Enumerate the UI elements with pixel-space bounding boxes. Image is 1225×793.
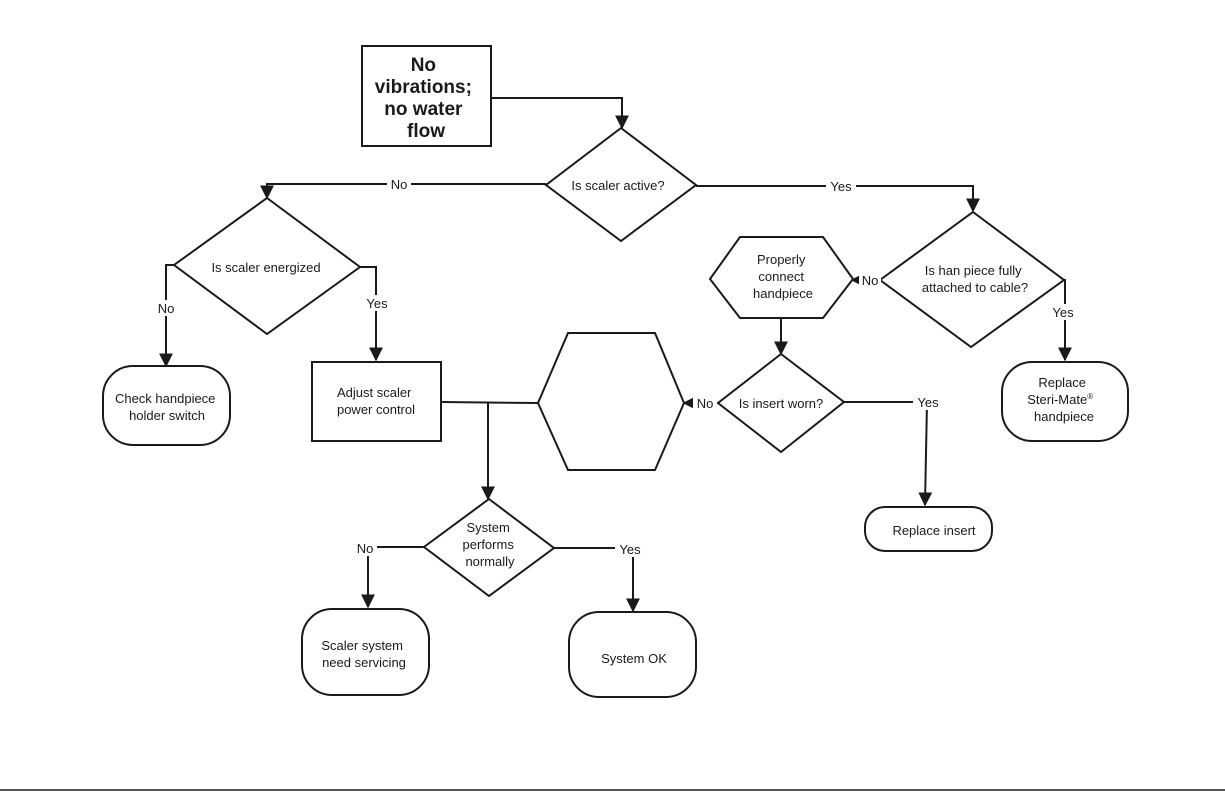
edge-label-performs-no: No: [357, 541, 374, 556]
node-start-text: No vibrations; no water flow: [375, 55, 477, 142]
node-replace-steri-text: Replace Steri-Mate® handpiece: [1027, 375, 1097, 424]
edge-worn-yes: [844, 401, 933, 507]
edge-label-energized-yes: Yes: [366, 296, 388, 311]
edge-label-attached-yes: Yes: [1052, 305, 1074, 320]
edge-active-yes: [696, 185, 980, 213]
node-system-performs-text: System performs normally: [463, 520, 518, 569]
registered-mark: ®: [1087, 392, 1093, 401]
edge-active-no: [260, 183, 546, 200]
node-handpiece-attached-text: Is han piece fully attached to cable?: [922, 263, 1028, 295]
node-start: No vibrations; no water flow: [361, 45, 492, 147]
node-check-holder: Check handpiece holder switch: [102, 365, 231, 446]
node-scaler-energized-text: Is scaler energized: [211, 260, 320, 275]
edge-label-worn-no: No: [697, 396, 714, 411]
edge-label-performs-yes: Yes: [619, 542, 641, 557]
node-need-servicing-text: Scaler system need servicing: [321, 638, 406, 670]
edge-label-attached-no: No: [862, 273, 879, 288]
node-system-ok: System OK: [568, 611, 697, 698]
node-replace-steri: Replace Steri-Mate® handpiece: [1001, 361, 1129, 442]
node-handpiece-attached: Is han piece fully attached to cable?: [878, 210, 1066, 349]
node-system-performs: System performs normally: [422, 497, 556, 598]
edge-labels: No Yes No Yes No Yes No Yes No Yes: [154, 176, 1078, 557]
edge-label-energized-no: No: [158, 301, 175, 316]
edge-performs-yes: [554, 547, 640, 613]
node-insert-worn: Is insert worn?: [716, 352, 846, 454]
edge-energized-yes: [360, 266, 383, 362]
node-scaler-active: Is scaler active?: [544, 126, 698, 243]
edge-adjust-to-hexagon: [440, 401, 539, 404]
node-need-servicing: Scaler system need servicing: [301, 608, 430, 696]
node-adjust-power: Adjust scaler power control: [311, 361, 442, 442]
node-blank-hexagon: [536, 332, 686, 471]
edge-label-active-yes: Yes: [830, 179, 852, 194]
node-connect-handpiece-text: Properly connect handpiece: [753, 252, 813, 301]
node-scaler-active-text: Is scaler active?: [571, 178, 664, 193]
node-check-holder-text: Check handpiece holder switch: [115, 391, 219, 423]
edge-label-worn-yes: Yes: [917, 395, 939, 410]
node-replace-insert-text: Replace insert: [892, 523, 975, 538]
edge-label-active-no: No: [391, 177, 408, 192]
node-connect-handpiece: Properly connect handpiece: [708, 236, 855, 319]
node-adjust-power-text: Adjust scaler power control: [337, 385, 415, 417]
node-replace-insert: Replace insert: [864, 506, 993, 552]
node-scaler-energized: Is scaler energized: [172, 196, 362, 336]
node-insert-worn-text: Is insert worn?: [739, 396, 824, 411]
edge-start-to-active: [491, 97, 629, 130]
node-system-ok-text: System OK: [601, 651, 667, 666]
